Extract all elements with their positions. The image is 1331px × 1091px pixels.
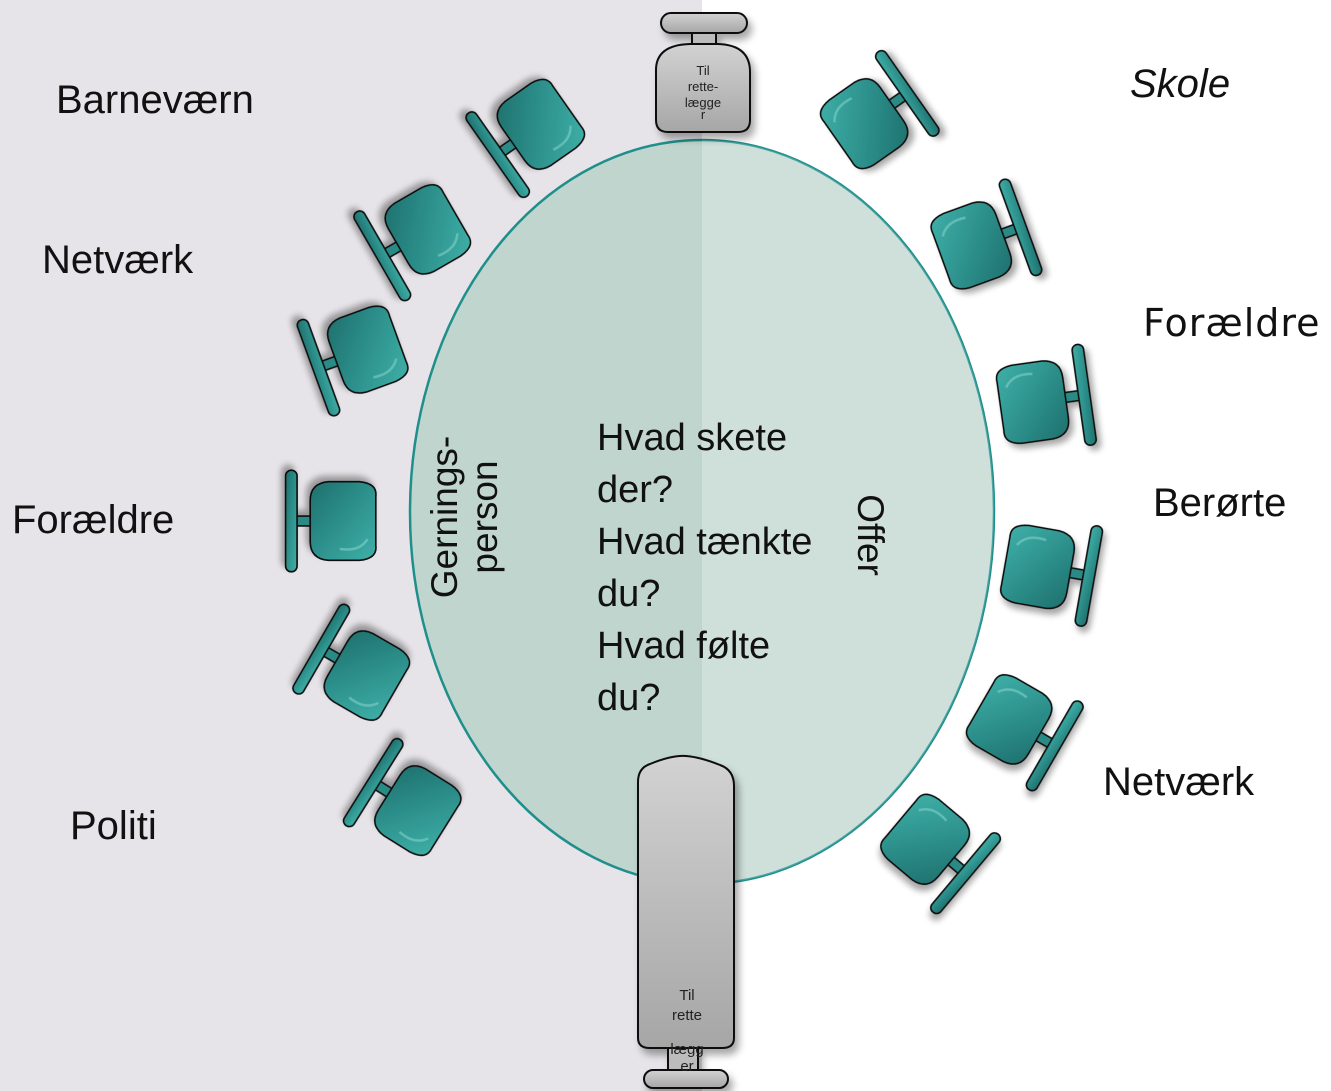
label-netvaerk-right: Netværk (1103, 760, 1255, 804)
chair-right-5 (954, 658, 1087, 794)
mediator-bottom-line4: er (680, 1058, 694, 1075)
label-offer: Offer (850, 494, 891, 576)
questions-block: Hvad skete der? Hvad tænkte du? Hvad føl… (597, 412, 837, 724)
mediator-top-line1: Til (696, 63, 710, 78)
mediator-chair-bottom (637, 754, 735, 1089)
label-barnevaern: Barneværn (56, 78, 254, 122)
label-beroerte: Berørte (1153, 481, 1287, 525)
question-line-1: Hvad skete (597, 417, 788, 459)
label-politi: Politi (70, 804, 157, 848)
mediator-top-line2: rette- (687, 79, 719, 94)
mediator-bottom-line3: lægg (670, 1041, 704, 1058)
chair-right-2 (922, 176, 1045, 306)
table-right-tint (702, 140, 994, 884)
question-line-3: Hvad tænkte (597, 521, 813, 563)
question-line-4: du? (597, 573, 661, 615)
question-line-2: der? (597, 469, 674, 511)
mediator-bottom-line2: rette (671, 1007, 702, 1024)
label-gerningsperson: Gernings- person (424, 435, 505, 599)
label-foraeldre-left: Forældre (12, 498, 175, 542)
mediator-bottom-line1: Til (679, 987, 695, 1004)
label-foraeldre-right: Forældre (1143, 301, 1321, 345)
mediator-top-line4: r (700, 107, 706, 122)
label-skole: Skole (1130, 62, 1231, 106)
chair-right-3 (992, 342, 1099, 459)
label-netvaerk-left: Netværk (42, 238, 194, 282)
gerningsperson-line1: Gernings- (424, 435, 465, 599)
mediator-bottom-label: Til rette lægg er (656, 986, 718, 1074)
question-line-5: Hvad følte (597, 625, 771, 667)
mediator-chair-top (655, 12, 751, 133)
chair-right-4 (995, 509, 1105, 629)
chair-right-1 (807, 47, 943, 185)
question-line-6: du? (597, 677, 661, 719)
gerningsperson-line2: person (464, 460, 505, 574)
mediator-top-line3: lægge (684, 95, 722, 110)
mediator-top-label: Til rette- lægge r (672, 63, 734, 122)
